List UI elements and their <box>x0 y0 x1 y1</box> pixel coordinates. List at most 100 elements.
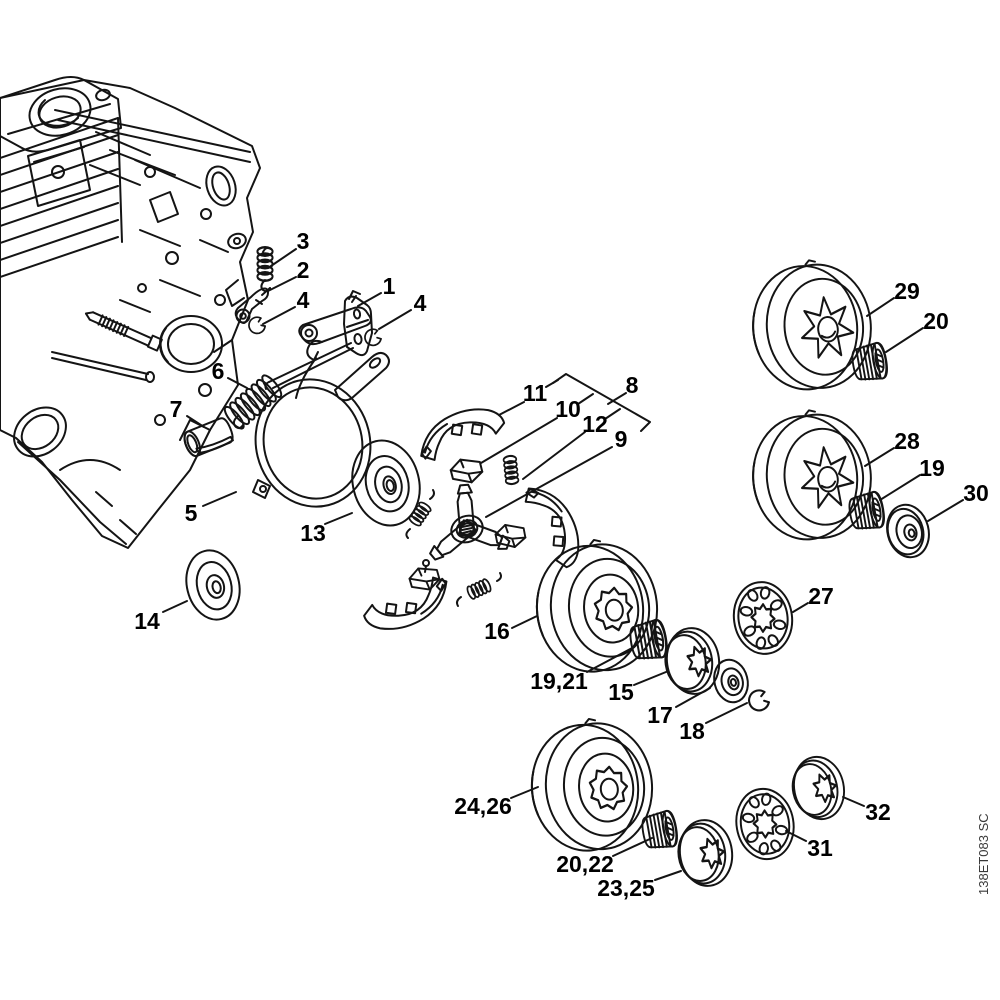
label-30: 30 <box>963 480 989 506</box>
part-2-pawl-lever <box>234 287 271 324</box>
label-1: 1 <box>383 273 396 299</box>
label-4-left: 4 <box>297 287 310 313</box>
part-29-clutch-drum <box>747 255 877 395</box>
leader-line-label-4-left <box>262 306 296 325</box>
label-4-right: 4 <box>414 290 427 316</box>
label-23-25: 23,25 <box>597 875 655 901</box>
leader-line-label-9 <box>485 446 613 518</box>
label-2: 2 <box>297 257 310 283</box>
leader-line-label-30 <box>927 499 964 522</box>
leader-line-label-1 <box>357 292 382 307</box>
leader-line-label-7 <box>186 415 205 428</box>
label-3: 3 <box>297 228 310 254</box>
label-17: 17 <box>647 702 673 728</box>
leader-line-label-31 <box>785 830 807 842</box>
label-7: 7 <box>170 396 183 422</box>
brake-lever-rod <box>264 342 354 390</box>
label-8: 8 <box>626 372 639 398</box>
part-24-26-clutch-drum <box>525 713 658 856</box>
part-3-spring <box>256 246 274 293</box>
engine-cylinder <box>0 76 123 278</box>
label-31: 31 <box>807 835 833 861</box>
part-14-washer <box>185 549 241 621</box>
label-14: 14 <box>134 608 160 634</box>
leader-line-label-5 <box>202 491 237 507</box>
label-29: 29 <box>894 278 920 304</box>
group-bracket-tick <box>604 408 621 420</box>
part-10-block <box>448 455 485 486</box>
label-20-22: 20,22 <box>556 851 614 877</box>
part-11-clutch-shoe <box>417 406 508 462</box>
leader-line-label-13 <box>324 512 353 525</box>
part-5-brake-band <box>252 339 390 508</box>
part-7-plug-cap <box>183 417 234 458</box>
leader-line-label-19-21 <box>586 646 635 673</box>
leader-line-label-2 <box>267 276 297 292</box>
part-18-eclip <box>745 687 772 714</box>
group-bracket-tick <box>545 379 559 388</box>
clutch-shoe-right <box>522 481 583 573</box>
label-16: 16 <box>484 618 510 644</box>
part-15-rim-sprocket <box>660 623 725 699</box>
label-19-21: 19,21 <box>530 668 588 694</box>
label-28: 28 <box>894 428 920 454</box>
leader-line-label-18 <box>705 702 748 724</box>
label-15: 15 <box>608 679 634 705</box>
group-bracket <box>552 373 651 432</box>
label-20: 20 <box>923 308 949 334</box>
leader-line-label-32 <box>842 796 865 807</box>
label-11: 11 <box>523 380 548 406</box>
label-24-26: 24,26 <box>454 793 512 819</box>
leader-line-label-16 <box>511 615 538 629</box>
part-27-rim-sprocket <box>728 577 798 659</box>
leader-line-label-24-26 <box>510 786 539 799</box>
label-18: 18 <box>679 718 705 744</box>
label-32: 32 <box>865 799 891 825</box>
part-32-rim-sprocket <box>785 751 851 826</box>
part-30-washer <box>886 503 930 559</box>
label-19: 19 <box>919 455 945 481</box>
leader-line-label-6 <box>227 377 248 389</box>
leader-line-label-20 <box>885 327 924 353</box>
leader-line-label-4-right <box>378 309 412 330</box>
cylinder-fins <box>0 117 123 278</box>
clutch-spring-left <box>405 489 435 539</box>
leader-line-label-14 <box>162 600 188 613</box>
clutch-shoe-left <box>360 575 452 633</box>
leader-line-label-12 <box>522 431 586 480</box>
leader-line-label-28 <box>864 447 895 467</box>
leader-line-label-11 <box>498 401 525 416</box>
label-12: 12 <box>582 411 608 437</box>
clutch-spring-bottom <box>456 572 502 607</box>
leader-line-label-29 <box>866 297 895 317</box>
part-19-21-needle-bearing <box>627 617 671 664</box>
label-27: 27 <box>808 583 834 609</box>
label-6: 6 <box>212 358 225 384</box>
part-6-tension-spring <box>220 371 286 433</box>
part-17-washer <box>713 658 749 704</box>
group-bracket-tick <box>577 393 594 405</box>
part-31-rim-sprocket <box>729 783 801 865</box>
label-9: 9 <box>615 426 628 452</box>
label-13: 13 <box>300 520 326 546</box>
leader-line-label-8 <box>607 392 627 405</box>
leader-line-label-20-22 <box>612 837 653 857</box>
engine-crankcase <box>0 79 261 549</box>
leader-line-label-3 <box>270 248 297 267</box>
block-left <box>407 559 442 594</box>
leader-line-label-10 <box>480 417 558 464</box>
part-9-clutch-spider <box>427 483 512 564</box>
leader-line-label-23-25 <box>654 870 682 881</box>
leader-line-label-19 <box>879 474 921 501</box>
chain-tensioner-screw <box>84 311 163 352</box>
label-10: 10 <box>555 396 581 422</box>
part-12-spring <box>502 454 520 486</box>
part-23-25-rim-sprocket <box>673 815 738 891</box>
part-1-ratchet-lever <box>298 290 373 357</box>
label-5: 5 <box>185 500 198 526</box>
leader-line-label-15 <box>633 671 667 686</box>
leader-line-label-27 <box>792 602 809 613</box>
leader-line-label-17 <box>675 687 711 708</box>
